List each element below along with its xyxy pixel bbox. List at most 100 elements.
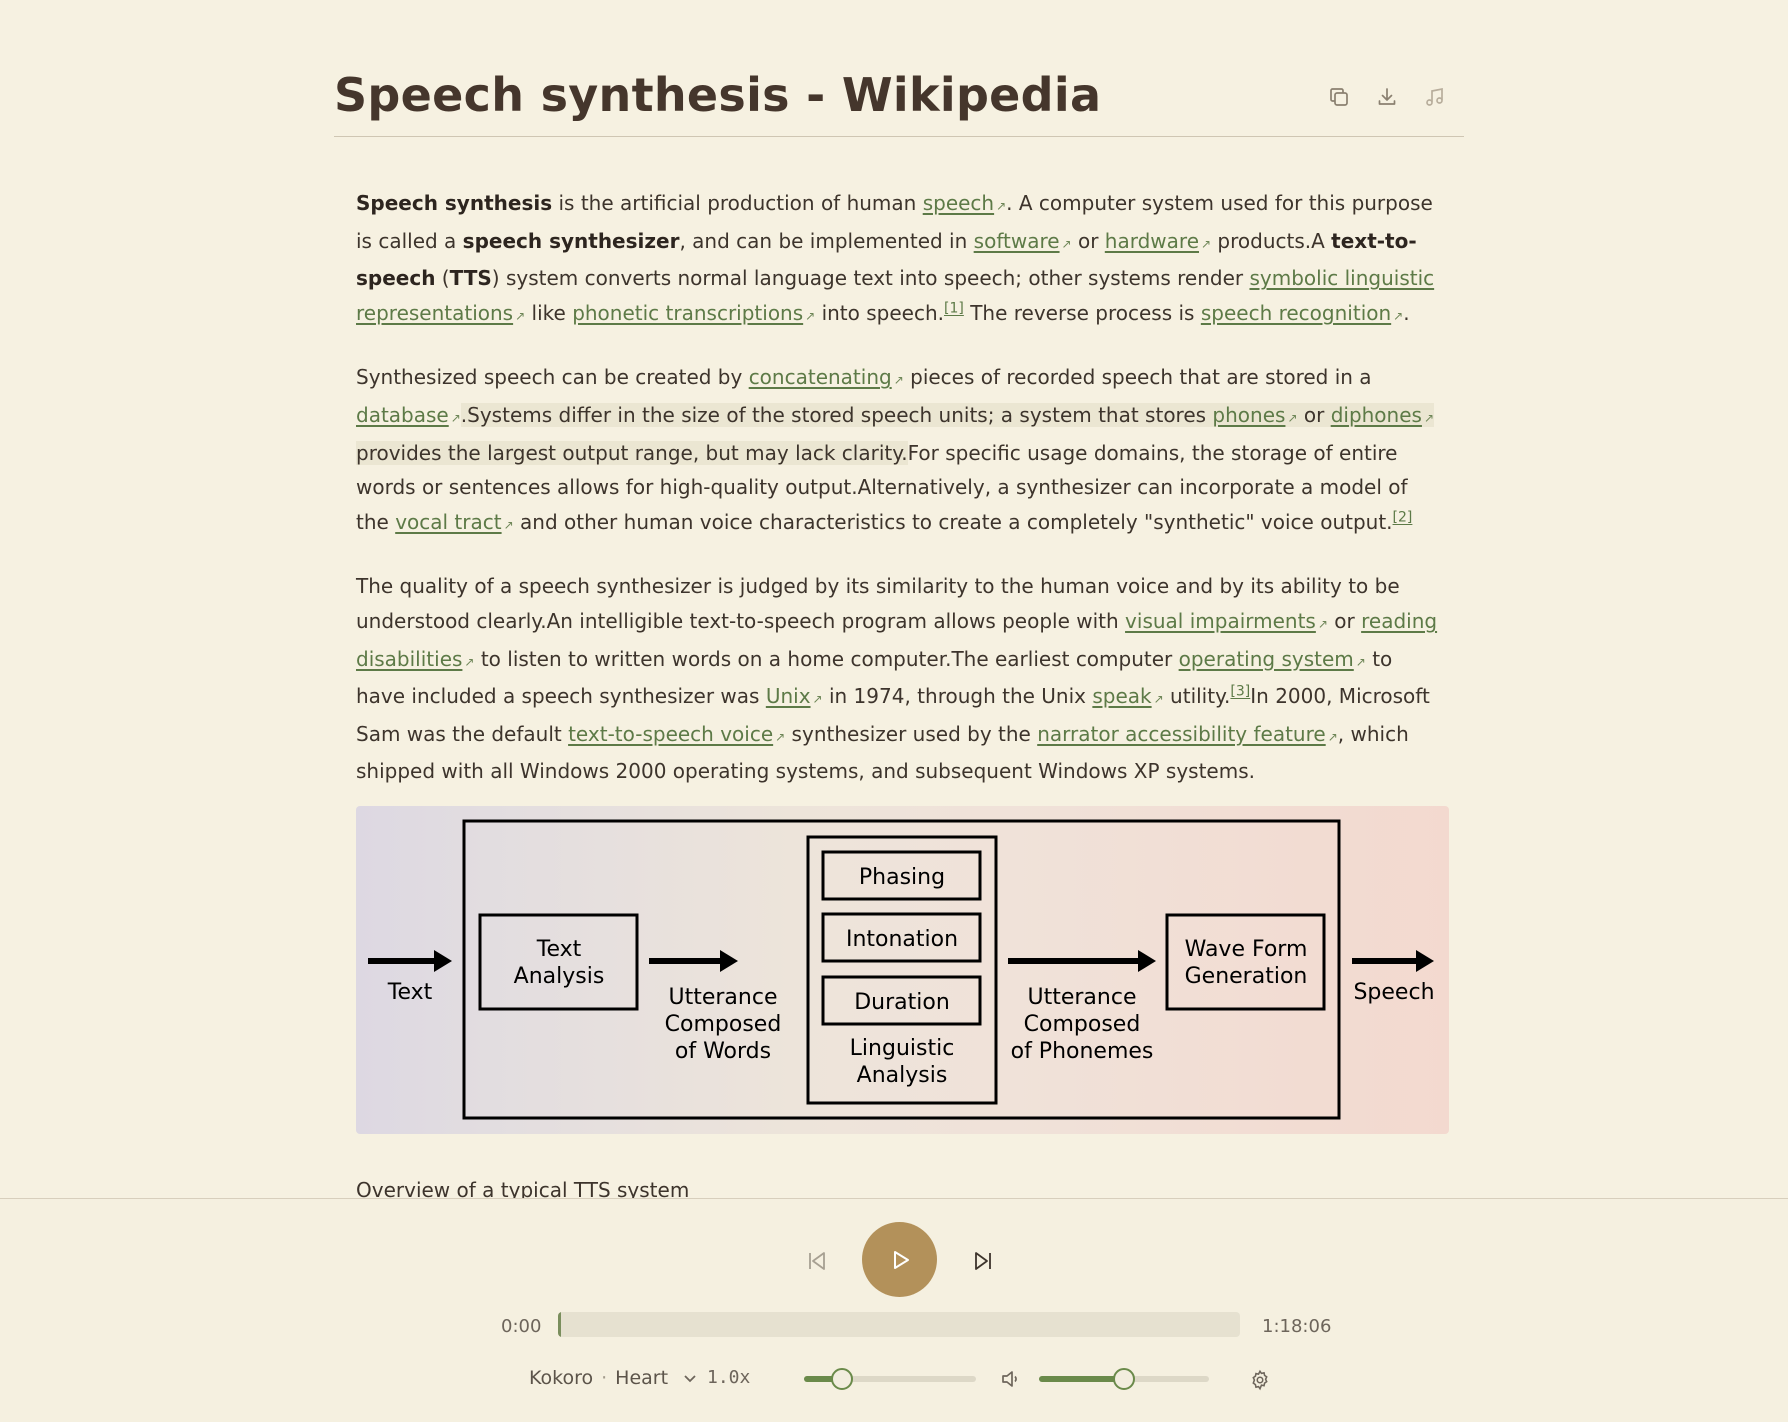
link-symbolic-linguistic[interactable]: symbolic linguistic representations (356, 266, 1435, 325)
speed-slider-thumb[interactable] (830, 1368, 853, 1390)
label-utterance-words-2: Composed (665, 1012, 782, 1037)
box-text-analysis (478, 913, 639, 1011)
volume-icon[interactable] (1000, 1368, 1022, 1390)
output-arrowhead (1416, 950, 1434, 972)
text-span: , and can be implemented in (679, 228, 974, 253)
link-speak[interactable]: speak (1092, 684, 1152, 709)
text-span: Synthesized speech can be created by (356, 365, 749, 390)
text-span: products.A (1211, 228, 1332, 253)
text-span: in 1974, through the Unix (822, 684, 1093, 709)
link-database[interactable]: database (356, 402, 449, 427)
volume-slider-thumb[interactable] (1113, 1368, 1135, 1390)
audio-player: 0:00 1:18:06 Kokoro · Heart 1.0x (0, 1198, 1788, 1422)
label-linguistic-1: Linguistic (850, 1036, 955, 1061)
text-span: synthesizer used by the (785, 721, 1038, 746)
text-span: The reverse process is (963, 300, 1201, 325)
text-span: ) system converts normal language text i… (491, 266, 1250, 291)
header-actions (1328, 86, 1446, 108)
volume-slider[interactable] (1039, 1368, 1209, 1390)
box-waveform-generation (1165, 913, 1326, 1011)
voice-selector[interactable]: Kokoro · Heart (529, 1367, 698, 1389)
reference-2: [2] (1393, 509, 1413, 525)
player-controls: Kokoro · Heart 1.0x (0, 1367, 1788, 1407)
box-phasing (821, 850, 982, 901)
gear-icon[interactable] (1249, 1369, 1271, 1391)
download-icon[interactable] (1376, 86, 1398, 108)
text-span: pieces of recorded speech that are store… (903, 365, 1372, 390)
copy-icon[interactable] (1328, 86, 1350, 108)
external-link-icon: ↗ (450, 410, 461, 425)
link-unix[interactable]: Unix (765, 684, 811, 709)
text-span: or (1297, 402, 1331, 427)
text-span: and other human voice characteristics to… (513, 509, 1393, 534)
progress-bar[interactable] (558, 1312, 1240, 1337)
tts-diagram: Text Text Analysis Utterance Composed of… (368, 819, 1435, 1120)
chevron-down-icon (684, 1375, 696, 1383)
current-time: 0:00 (501, 1316, 542, 1337)
external-link-icon: ↗ (503, 517, 514, 532)
external-link-icon: ↗ (1355, 654, 1366, 669)
tts-diagram-figure: Text Text Analysis Utterance Composed of… (356, 806, 1449, 1134)
text-span: or (1327, 608, 1362, 633)
label-utterance-words-1: Utterance (669, 985, 778, 1010)
label-text-analysis-2: Analysis (514, 964, 605, 989)
link-concatenating[interactable]: concatenating (748, 365, 892, 390)
label-waveform-1: Wave Form (1185, 937, 1308, 962)
link-diphones[interactable]: diphones (1330, 402, 1422, 427)
text-span: is the artificial production of human (552, 191, 923, 215)
label-speech-output: Speech (1353, 980, 1434, 1005)
link-operating-system[interactable]: operating system (1178, 646, 1354, 671)
total-time: 1:18:06 (1262, 1316, 1332, 1337)
link-vocal-tract[interactable]: vocal tract (395, 509, 502, 534)
external-link-icon: ↗ (1201, 236, 1212, 251)
text-span: to listen to written words on a home com… (474, 646, 1179, 671)
skip-back-icon[interactable] (806, 1249, 828, 1273)
volume-slider-fill (1039, 1376, 1124, 1382)
external-link-icon: ↗ (1393, 308, 1404, 323)
external-link-icon: ↗ (812, 692, 823, 707)
text-span: .Systems differ in the size of the store… (460, 402, 1213, 427)
arrowhead-to-waveform (1138, 950, 1156, 972)
reference-link[interactable]: [1] (944, 300, 964, 317)
text-span: or (1071, 228, 1105, 253)
link-visual-impairments[interactable]: visual impairments (1125, 608, 1316, 633)
label-text-analysis-1: Text (536, 937, 582, 962)
paragraph-3: The quality of a speech synthesizer is j… (356, 569, 1446, 789)
voice-name: Heart (615, 1367, 669, 1389)
link-hardware[interactable]: hardware (1104, 228, 1199, 253)
link-software[interactable]: software (973, 228, 1060, 253)
text-span: ( (435, 266, 450, 291)
link-speech[interactable]: speech (922, 191, 995, 215)
box-duration (821, 975, 982, 1026)
voice-separator: · (601, 1367, 608, 1389)
link-narrator-accessibility[interactable]: narrator accessibility feature (1037, 721, 1326, 746)
term-tts-abbr: TTS (449, 266, 492, 291)
play-button[interactable] (862, 1222, 937, 1297)
term-speech-synthesis: Speech synthesis (356, 191, 553, 215)
link-phones[interactable]: phones (1212, 402, 1286, 427)
external-link-icon: ↗ (775, 729, 786, 744)
speed-slider-fill (804, 1376, 842, 1382)
link-speech-recognition[interactable]: speech recognition (1200, 300, 1392, 325)
paragraph-1: Speech synthesis is the artificial produ… (356, 186, 1446, 333)
reference-link[interactable]: [3] (1230, 683, 1251, 700)
speed-slider[interactable] (804, 1368, 976, 1390)
label-phasing: Phasing (859, 865, 945, 890)
article-header: Speech synthesis - Wikipedia (334, 62, 1464, 137)
label-waveform-2: Generation (1185, 964, 1308, 989)
external-link-icon: ↗ (1327, 729, 1338, 744)
progress-fill (558, 1312, 561, 1337)
text-span: In 2000, Microsoft Sam was the default (356, 684, 1430, 746)
arrowhead-to-linguistic (720, 950, 738, 972)
label-duration: Duration (854, 990, 950, 1015)
speed-value: 1.0x (707, 1367, 751, 1388)
reference-link[interactable]: [2] (1392, 509, 1413, 526)
skip-forward-icon[interactable] (972, 1249, 994, 1273)
text-span: . A computer system used for this purpos… (356, 191, 1433, 253)
link-reading-disabilities[interactable]: reading disabilities (356, 608, 1438, 671)
music-note-icon[interactable] (1424, 86, 1446, 108)
link-phonetic-transcriptions[interactable]: phonetic transcriptions (572, 300, 804, 325)
external-link-icon: ↗ (1061, 236, 1072, 251)
link-text-to-speech-voice[interactable]: text-to-speech voice (568, 721, 774, 746)
external-link-icon: ↗ (1317, 616, 1328, 631)
